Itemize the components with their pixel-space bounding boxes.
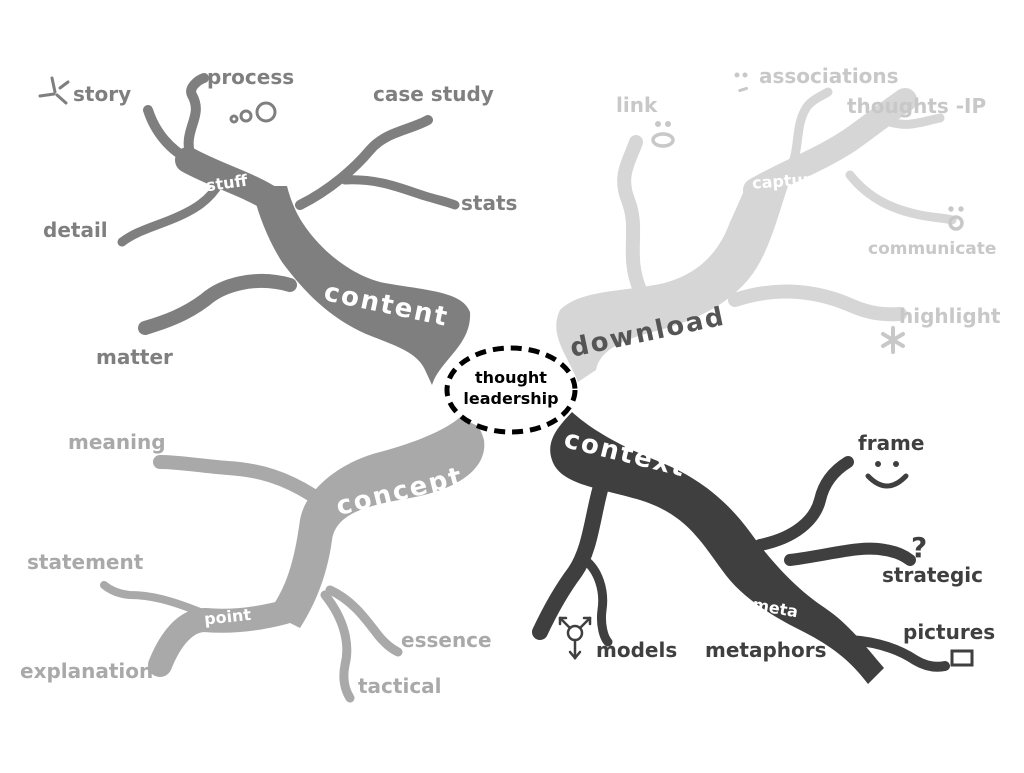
- context-twig-pictures: [845, 635, 950, 672]
- context-twig-strategic: [784, 542, 916, 566]
- content-twig-story: [143, 105, 195, 165]
- center-node: thought leadership: [444, 345, 578, 435]
- center-line-2: leadership: [463, 389, 558, 408]
- concept-twig-statement: [100, 581, 204, 616]
- umlaut-face-icon: [948, 206, 964, 231]
- network-icon: [558, 616, 592, 660]
- concept-twig-meaning: [153, 455, 319, 502]
- branch-content: stuff content: [117, 73, 471, 385]
- leaf-pictures: pictures: [903, 620, 995, 644]
- content-twig-process: [183, 73, 209, 165]
- bubbles-icon: [229, 101, 277, 124]
- leaf-strategic: strategic: [882, 563, 983, 587]
- content-limb-stuff: [175, 147, 285, 213]
- leaf-models: models: [596, 638, 677, 662]
- leaf-detail: detail: [43, 218, 108, 242]
- download-twig-associations: [785, 87, 833, 175]
- leaf-frame: frame: [858, 431, 924, 455]
- concept-twig-essence: [325, 585, 403, 657]
- download-twig-communicate: [845, 170, 957, 225]
- branch-context: context meta: [532, 412, 950, 684]
- leaf-statement: statement: [27, 550, 144, 574]
- leaf-thoughts: thoughts -IP: [847, 94, 986, 118]
- question-icon: ?: [911, 531, 927, 564]
- link-face-icon: [651, 121, 675, 148]
- content-twig-case: [295, 115, 433, 210]
- download-trunk: [556, 182, 788, 382]
- content-twig-detail: [117, 177, 225, 247]
- leaf-link: link: [616, 93, 658, 117]
- dots-face-icon: [734, 72, 748, 93]
- smile-icon: [865, 461, 909, 489]
- download-twig-highlight: [728, 284, 907, 322]
- leaf-tactical: tactical: [358, 674, 442, 698]
- concept-trunk: [268, 412, 485, 628]
- content-trunk: [252, 186, 471, 385]
- leaf-case-study: case study: [373, 82, 494, 106]
- leaf-process: process: [207, 65, 294, 89]
- leaf-stats: stats: [461, 191, 517, 215]
- concept-twig-tactical: [320, 590, 355, 703]
- leaf-meaning: meaning: [68, 430, 166, 454]
- center-ellipse: [444, 345, 578, 435]
- download-limb-capture: [743, 88, 917, 202]
- leaf-associations: associations: [759, 64, 899, 88]
- leaf-essence: essence: [401, 628, 492, 652]
- concept-limb-point: [148, 600, 297, 677]
- download-sub-label: capture: [751, 169, 822, 193]
- branch-download: capture download: [556, 87, 957, 382]
- download-twig-thoughts: [875, 113, 945, 129]
- asterisk-icon: [881, 326, 905, 354]
- screen-icon: [950, 649, 974, 667]
- leaf-matter: matter: [96, 345, 173, 369]
- context-twig-models: [580, 555, 613, 647]
- content-twig-stats: [340, 175, 460, 210]
- context-limb-models: [532, 482, 608, 640]
- leaf-highlight: highlight: [899, 304, 1001, 328]
- context-twig-frame: [754, 456, 854, 551]
- leaf-story: story: [73, 82, 131, 106]
- download-twig-link: [617, 135, 647, 297]
- sparkle-icon: [38, 76, 70, 105]
- concept-sub-label: point: [203, 605, 252, 629]
- context-trunk: [550, 412, 884, 684]
- svg-text:?: ?: [911, 531, 927, 564]
- leaf-communicate: communicate: [868, 239, 996, 259]
- leaf-metaphors: metaphors: [705, 638, 827, 662]
- leaf-explanation: explanation: [20, 659, 153, 683]
- center-line-1: thought: [475, 368, 547, 387]
- branch-concept: point concept: [100, 412, 485, 703]
- content-twig-matter: [138, 273, 297, 335]
